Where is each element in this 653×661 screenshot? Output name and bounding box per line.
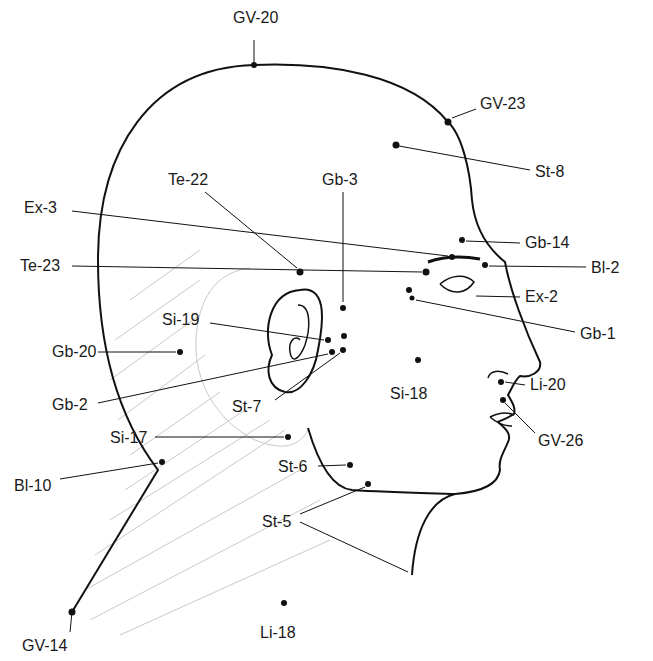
point-label: Gb-20 (52, 343, 96, 361)
point-label: Gb-14 (525, 234, 569, 252)
acupoint-dots (69, 62, 507, 616)
point-label: Li-18 (260, 624, 296, 642)
face-profile (412, 122, 540, 575)
point-label: Si-18 (390, 385, 427, 403)
point-label: GV-23 (480, 95, 525, 113)
hatching (85, 250, 330, 635)
point-label: Si-17 (110, 429, 147, 447)
point-label: Gb-2 (52, 396, 88, 414)
point-label: Ex-2 (525, 288, 558, 306)
ear-inner (290, 305, 309, 359)
leader-lines (60, 40, 586, 632)
lips (490, 413, 514, 426)
point-label: Gb-1 (580, 325, 616, 343)
point-label: St-8 (535, 163, 564, 181)
point-label: St-5 (262, 513, 291, 531)
point-label: Li-20 (530, 376, 566, 394)
point-label: Ex-3 (24, 199, 57, 217)
point-label: GV-14 (22, 637, 67, 655)
point-label: Te-22 (168, 171, 208, 189)
eye (440, 276, 474, 292)
point-label: Si-19 (162, 311, 199, 329)
ear-outline (268, 290, 322, 393)
shading-outline (196, 268, 308, 446)
jaw-line (308, 428, 455, 494)
point-label: St-6 (278, 458, 307, 476)
head-back-outline (72, 65, 448, 612)
point-label: Bl-10 (14, 477, 51, 495)
point-label: Gb-3 (322, 171, 358, 189)
point-label: GV-20 (233, 9, 278, 27)
point-label: GV-26 (538, 432, 583, 450)
point-label: Te-23 (20, 257, 60, 275)
point-label: St-7 (232, 398, 261, 416)
nostril (488, 371, 508, 378)
point-label: Bl-2 (591, 259, 619, 277)
